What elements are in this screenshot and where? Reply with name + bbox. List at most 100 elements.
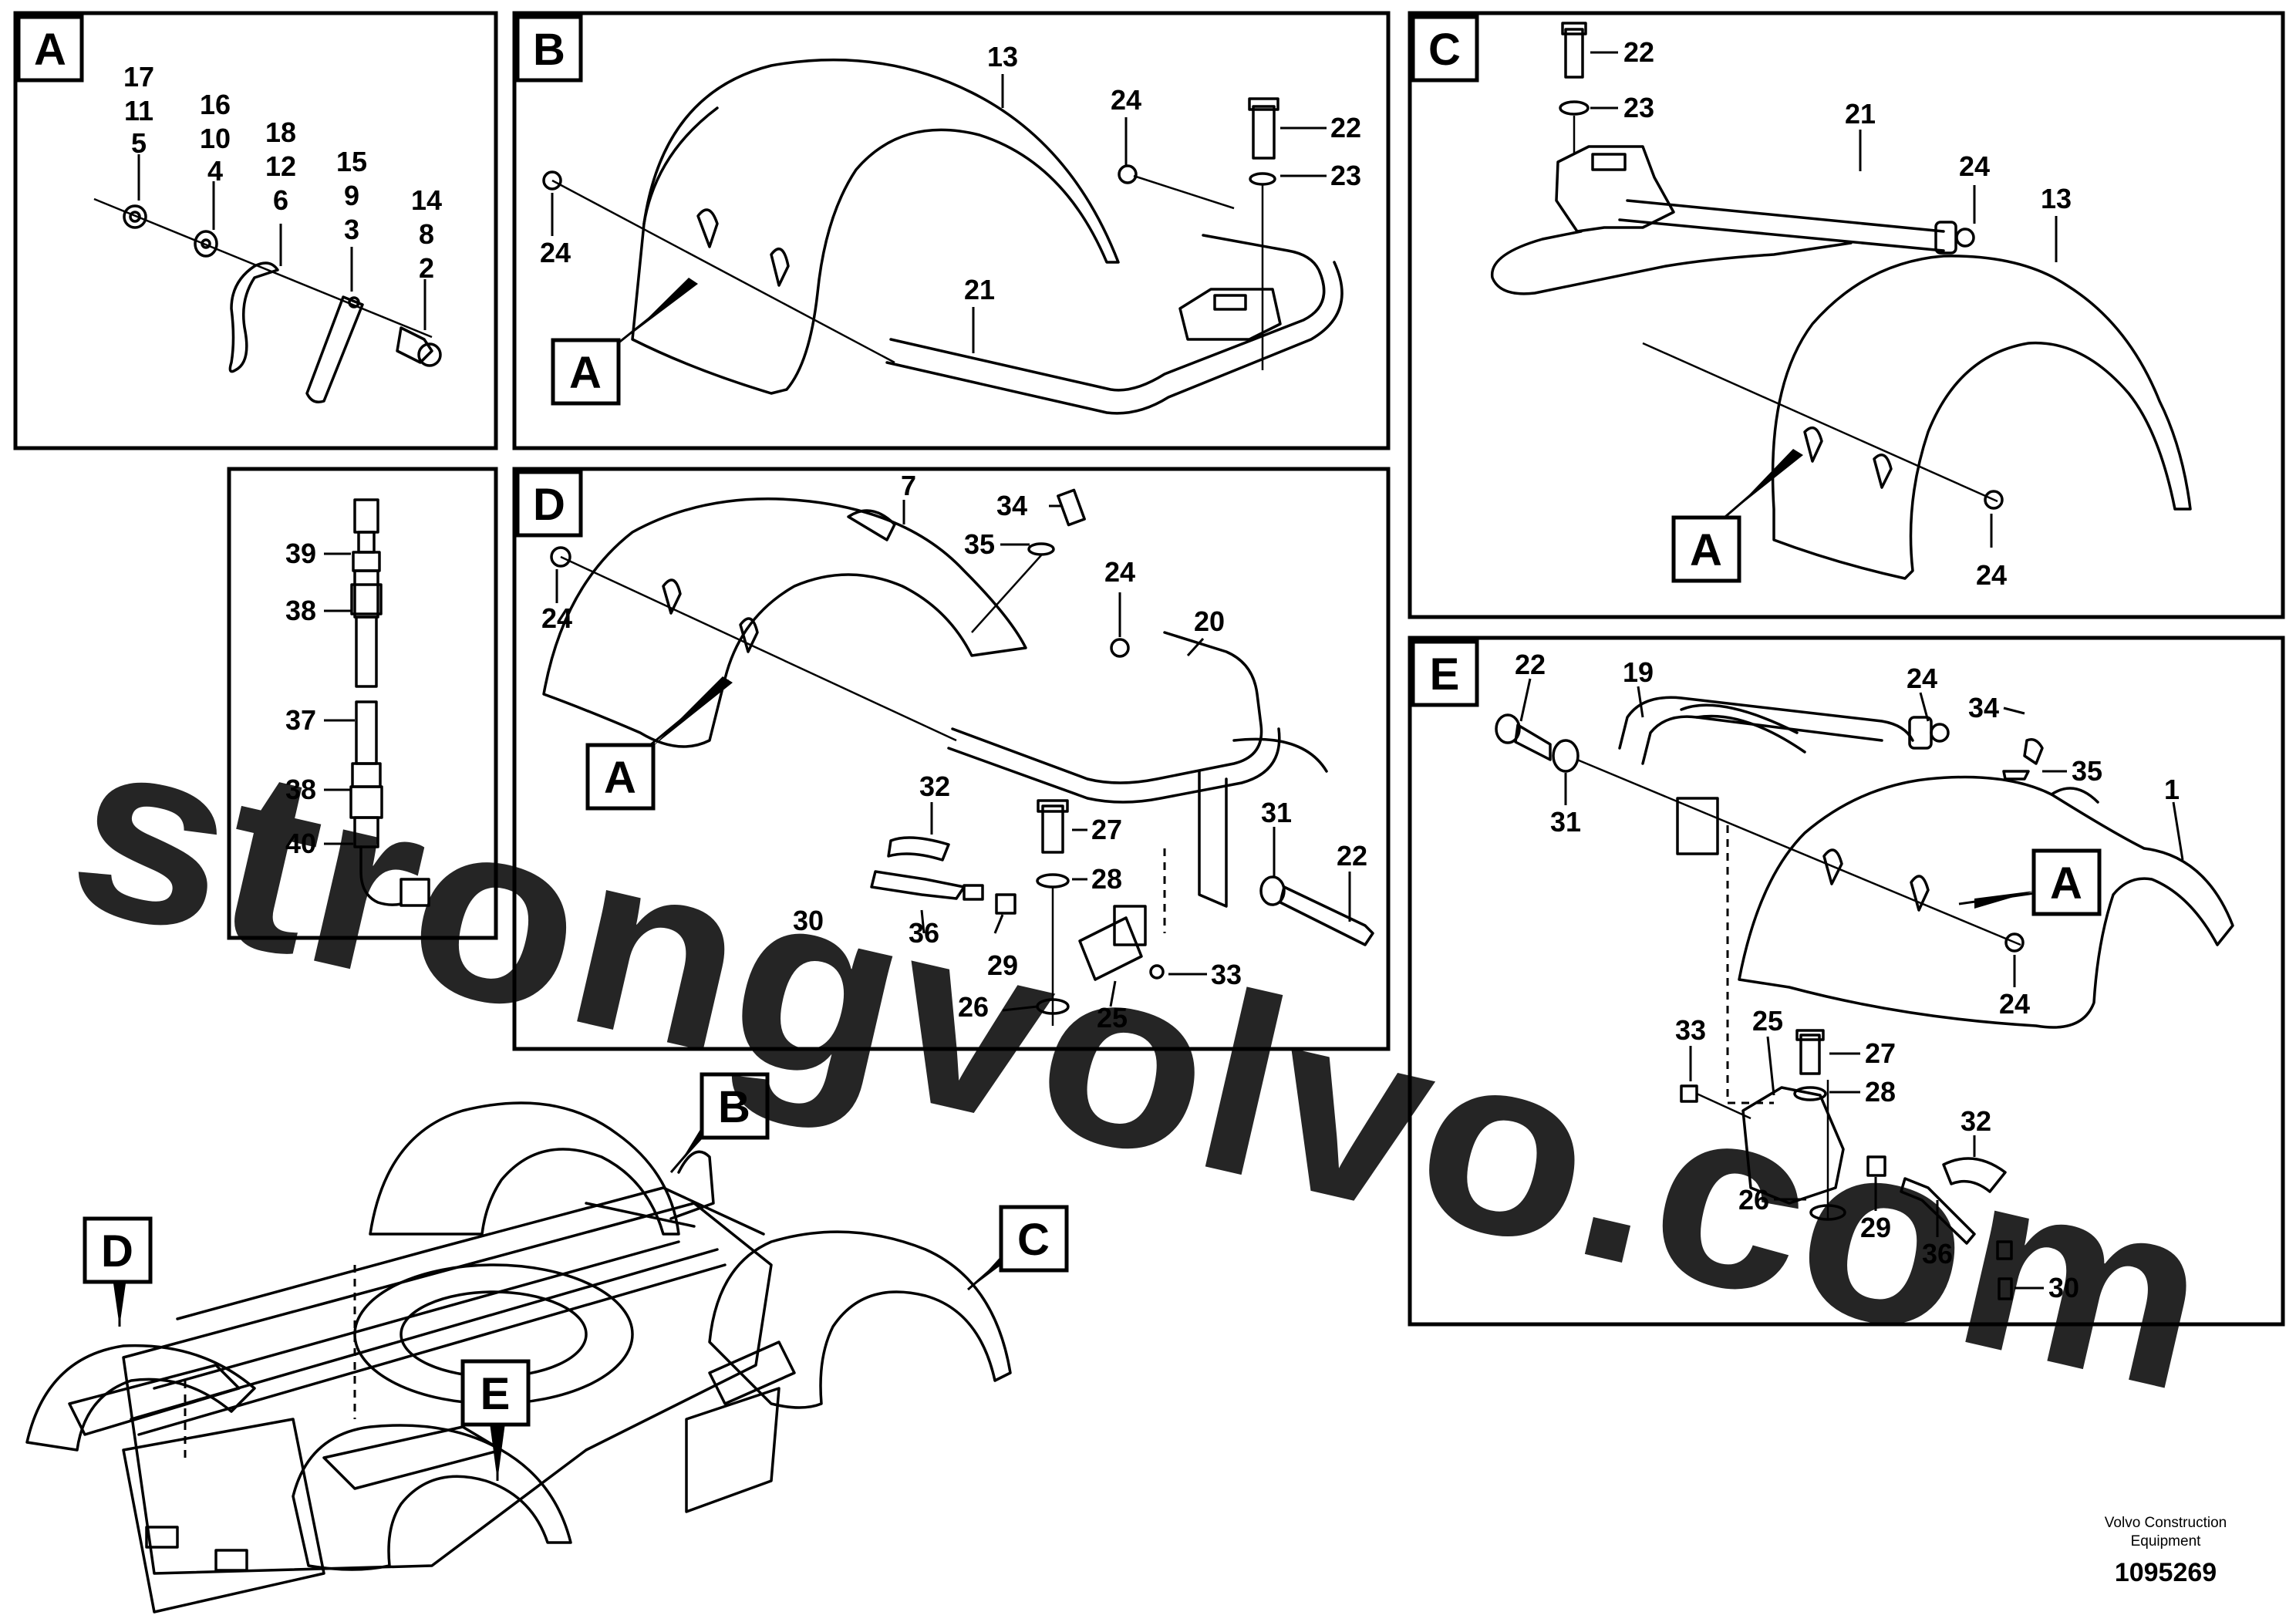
part-label: 36 — [1922, 1238, 1953, 1270]
part-label: 34 — [1968, 692, 1999, 723]
panel-d-parts — [542, 488, 1374, 1026]
part-label: 22 — [1515, 649, 1546, 680]
overview-label: E — [480, 1369, 511, 1419]
part-label: 26 — [958, 991, 989, 1023]
part-label: 24 — [1111, 84, 1141, 116]
part-label: 24 — [1976, 559, 2007, 591]
part-label: 38 — [285, 595, 316, 626]
part-label: 40 — [285, 828, 316, 859]
part-label: 9 — [344, 180, 359, 211]
panel-a-letter: A — [34, 25, 66, 75]
panel-d-callout-chip: A — [585, 743, 656, 811]
overview-label: C — [1017, 1215, 1050, 1265]
panel-hose: 39 38 37 38 40 — [227, 467, 498, 940]
part-label: 17 — [123, 61, 154, 93]
panel-hose-labels: 39 38 37 38 40 — [285, 538, 316, 859]
panel-b-frame — [512, 11, 1391, 450]
panel-e-letter: E — [1430, 649, 1460, 700]
panel-hose-frame — [227, 467, 498, 940]
overview-chip-b: B — [700, 1072, 770, 1140]
part-label: 27 — [1865, 1037, 1896, 1069]
part-label: 20 — [1194, 605, 1225, 637]
part-label: 22 — [1330, 112, 1361, 143]
part-label: 16 — [200, 89, 231, 120]
panel-b-callout: A — [569, 348, 602, 398]
part-label: 22 — [1623, 36, 1654, 68]
part-label: 15 — [336, 146, 367, 177]
part-label: 6 — [273, 184, 288, 216]
panel-b-parts — [542, 58, 1344, 415]
panel-e-letter-chip: E — [1411, 639, 1479, 707]
part-label: 28 — [1091, 863, 1122, 895]
panel-d: D — [512, 467, 1391, 1051]
part-label: 32 — [1961, 1105, 1991, 1137]
part-label: 32 — [919, 771, 950, 802]
part-label: 23 — [1330, 160, 1361, 191]
panel-a-letter-chip: A — [16, 15, 84, 83]
panel-a-frame — [13, 11, 498, 450]
part-label: 33 — [1675, 1014, 1706, 1046]
overview-label: B — [718, 1082, 750, 1132]
panel-e-frame — [1408, 636, 2285, 1327]
part-label: 21 — [1845, 98, 1876, 130]
part-label: 3 — [344, 214, 359, 245]
panel-hose-parts — [324, 498, 430, 907]
panel-b-callout-chip: A — [551, 338, 621, 406]
part-label: 24 — [1959, 150, 1990, 182]
panel-b: B — [512, 11, 1391, 450]
part-label: 36 — [909, 917, 939, 949]
part-label: 31 — [1261, 797, 1292, 828]
part-label: 29 — [987, 949, 1018, 981]
overview-chip-c: C — [999, 1205, 1069, 1273]
part-label: 24 — [540, 237, 571, 268]
part-label: 34 — [996, 490, 1027, 521]
panel-b-letter: B — [533, 25, 565, 75]
panel-c-letter-chip: C — [1411, 15, 1479, 83]
part-label: 24 — [541, 602, 572, 634]
part-label: 37 — [285, 704, 316, 736]
footer-block: Volvo Construction Equipment 1095269 — [2105, 1515, 2227, 1587]
part-label: 1 — [2164, 774, 2180, 805]
overview-label: D — [101, 1226, 133, 1276]
part-label: 26 — [1738, 1184, 1769, 1216]
panel-e-callout: A — [2050, 858, 2082, 909]
part-label: 25 — [1752, 1005, 1783, 1037]
part-label: 27 — [1091, 814, 1122, 845]
company-name-line2: Equipment — [2131, 1533, 2202, 1549]
part-label: 19 — [1623, 656, 1654, 688]
part-label: 12 — [265, 150, 296, 182]
part-label: 5 — [131, 127, 147, 159]
panel-d-callout: A — [604, 753, 636, 803]
part-label: 4 — [207, 155, 223, 187]
part-label: 13 — [987, 41, 1018, 73]
part-label: 13 — [2041, 183, 2072, 214]
part-label: 14 — [411, 184, 442, 216]
panel-d-letter: D — [533, 480, 565, 530]
watermark-text: strongvolvo.com — [49, 678, 2233, 1446]
panel-e-callout-chip: A — [2031, 848, 2102, 916]
panel-e-parts — [1495, 678, 2234, 1300]
panel-c-labels: 22 23 21 24 13 24 — [1623, 36, 2072, 591]
panel-c-callout-chip: A — [1671, 515, 1741, 583]
panel-a-labels: 17 11 5 16 10 4 18 12 6 15 9 3 14 8 2 — [123, 61, 442, 284]
part-label: 24 — [1907, 663, 1937, 694]
panel-d-frame — [512, 467, 1391, 1051]
part-label: 38 — [285, 774, 316, 805]
part-label: 30 — [793, 905, 824, 936]
part-label: 22 — [1337, 840, 1367, 872]
overview-drawing — [25, 1101, 1022, 1614]
part-label: 24 — [1104, 556, 1135, 588]
part-label: 30 — [2048, 1272, 2079, 1303]
panel-d-labels: 7 34 35 24 24 20 32 27 28 31 22 30 36 29… — [541, 470, 1367, 1034]
panel-a-parts — [93, 154, 442, 403]
drawing-number: 1095269 — [2115, 1558, 2217, 1587]
panel-e-labels: 22 19 24 34 35 31 1 24 33 25 27 28 32 26… — [1515, 649, 2180, 1303]
part-label: 21 — [964, 274, 995, 305]
panel-d-letter-chip: D — [515, 470, 583, 538]
part-label: 28 — [1865, 1076, 1896, 1108]
panel-c-letter: C — [1428, 25, 1461, 75]
panel-b-letter-chip: B — [515, 15, 583, 83]
panel-b-labels: 13 24 22 23 24 21 — [540, 41, 1361, 305]
part-label: 33 — [1211, 959, 1242, 990]
